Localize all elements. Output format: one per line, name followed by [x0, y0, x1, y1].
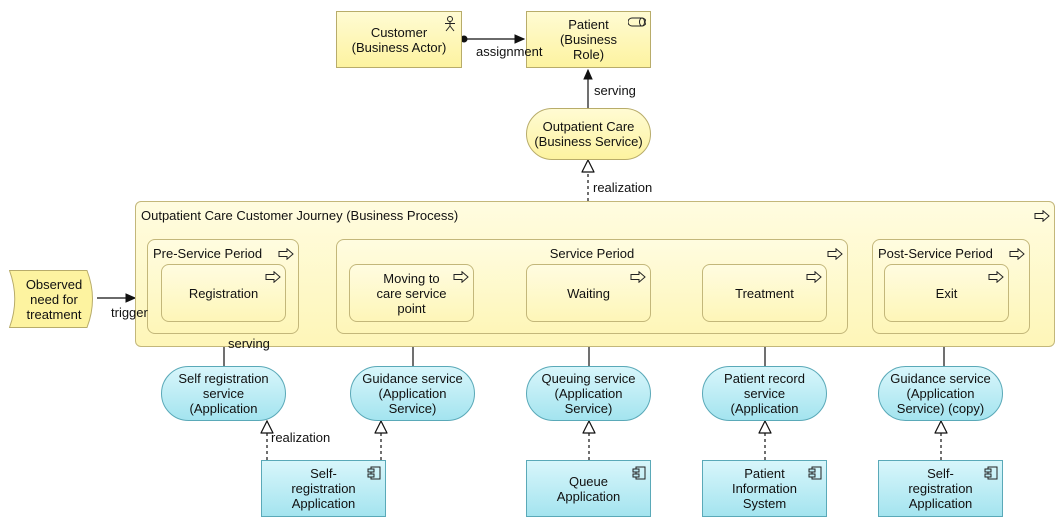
assignment-label: assignment [476, 44, 543, 59]
guidance-service-copy-label: Guidance service (Application Service) (… [890, 371, 991, 416]
patient-role[interactable]: Patient (Business Role) [526, 11, 651, 68]
guidance-service-label: Guidance service (Application Service) [362, 371, 463, 416]
patient-record-service-label: Patient record service (Application [724, 371, 805, 416]
pre-service-title: Pre-Service Period [153, 246, 263, 261]
waiting-process[interactable]: Waiting [526, 264, 651, 322]
patient-record-service[interactable]: Patient record service (Application [702, 366, 827, 421]
exit-process[interactable]: Exit [884, 264, 1009, 322]
process-arrow-icon [806, 271, 822, 283]
self-registration-application-2-label: Self- registration Application [908, 466, 973, 511]
outpatient-care-service[interactable]: Outpatient Care (Business Service) [526, 108, 651, 160]
moving-label: Moving to care service point [376, 270, 447, 316]
service-period-title: Service Period [549, 246, 635, 261]
queue-application[interactable]: Queue Application [526, 460, 651, 517]
process-arrow-icon [1009, 248, 1025, 260]
outpatient-care-label: Outpatient Care (Business Service) [534, 119, 643, 149]
serving-label-left: serving [228, 336, 270, 351]
self-registration-service[interactable]: Self registration service (Application [161, 366, 286, 421]
process-arrow-icon [827, 248, 843, 260]
treatment-label: Treatment [735, 285, 794, 301]
process-arrow-icon [1034, 210, 1050, 222]
component-icon [632, 466, 646, 480]
actor-icon [445, 16, 455, 32]
patient-role-label: Patient (Business Role) [559, 17, 618, 62]
post-service-title: Post-Service Period [878, 246, 993, 261]
self-registration-service-label: Self registration service (Application [178, 371, 269, 416]
self-registration-application-2[interactable]: Self- registration Application [878, 460, 1003, 517]
queue-application-label: Queue Application [556, 473, 621, 504]
waiting-label: Waiting [567, 285, 610, 301]
treatment-process[interactable]: Treatment [702, 264, 827, 322]
observed-need-label: Observed need for treatment [25, 276, 83, 322]
registration-process[interactable]: Registration [161, 264, 286, 322]
customer-actor-label: Customer (Business Actor) [351, 24, 447, 55]
role-icon [628, 17, 646, 27]
patient-information-system-label: Patient Information System [731, 466, 798, 511]
process-title: Outpatient Care Customer Journey (Busine… [141, 208, 459, 223]
process-arrow-icon [453, 271, 469, 283]
customer-actor[interactable]: Customer (Business Actor) [336, 11, 462, 68]
observed-need-event-shape[interactable] [9, 270, 99, 328]
self-registration-application-label: Self- registration Application [291, 466, 356, 511]
exit-label: Exit [935, 285, 958, 301]
self-registration-application[interactable]: Self- registration Application [261, 460, 386, 517]
component-icon [367, 466, 381, 480]
registration-label: Registration [188, 285, 259, 301]
moving-process[interactable]: Moving to care service point [349, 264, 474, 322]
observed-need-event: Observed need for treatment [14, 270, 94, 328]
serving-label-top: serving [594, 83, 636, 98]
component-icon [984, 466, 998, 480]
guidance-service-copy[interactable]: Guidance service (Application Service) (… [878, 366, 1003, 421]
patient-information-system[interactable]: Patient Information System [702, 460, 827, 517]
guidance-service[interactable]: Guidance service (Application Service) [350, 366, 475, 421]
realization-label-top: realization [593, 180, 653, 195]
process-arrow-icon [265, 271, 281, 283]
process-arrow-icon [988, 271, 1004, 283]
process-arrow-icon [278, 248, 294, 260]
realization-label-left: realization [271, 430, 331, 445]
component-icon [808, 466, 822, 480]
assignment-dot [460, 35, 468, 43]
trigger-label: trigger [111, 305, 148, 320]
queuing-service[interactable]: Queuing service (Application Service) [526, 366, 651, 421]
process-arrow-icon [630, 271, 646, 283]
queuing-service-label: Queuing service (Application Service) [541, 371, 636, 416]
